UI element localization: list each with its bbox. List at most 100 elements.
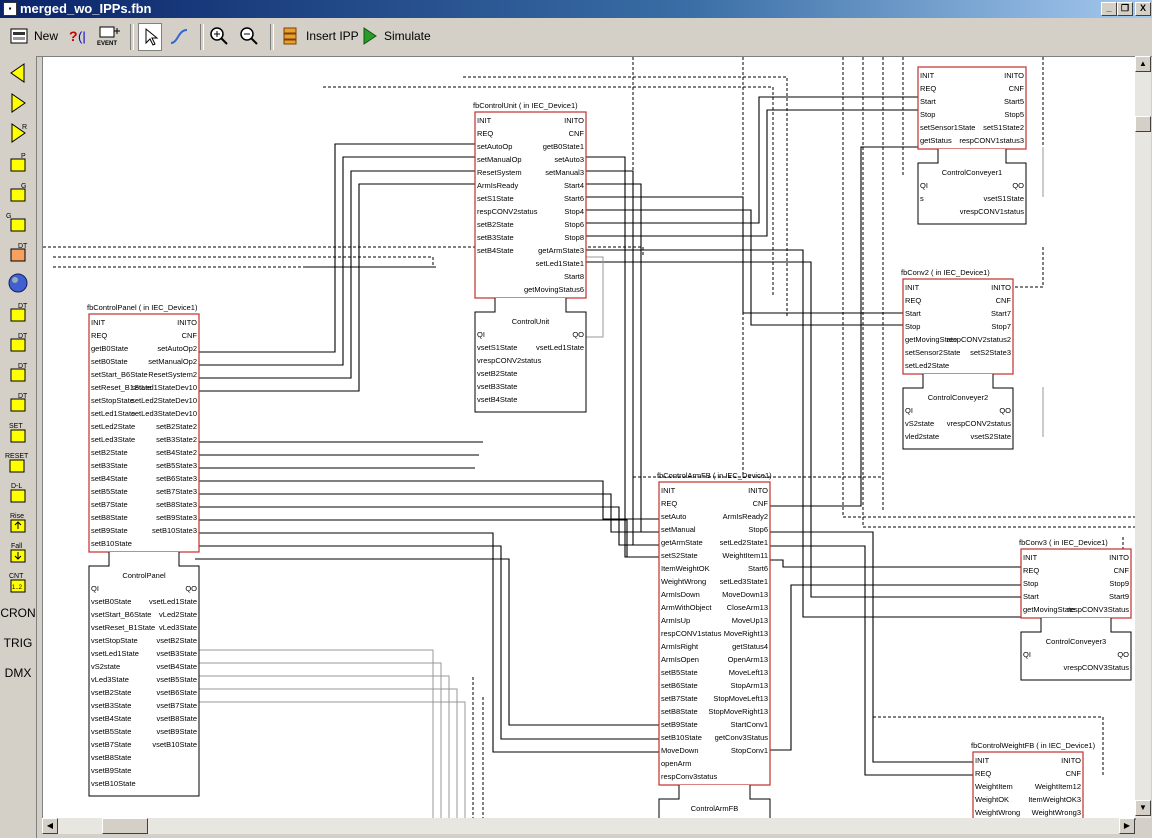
palette-delay-icon[interactable]: DT — [4, 240, 32, 266]
data-input-port: vsetStart_B6State — [91, 610, 151, 619]
event-input-port: setB9State — [91, 526, 128, 535]
data-output-port: QO — [1012, 181, 1024, 190]
data-interface-box[interactable] — [88, 552, 200, 797]
event-output-port: respCONV3Status — [1067, 605, 1129, 614]
connection-wire — [195, 170, 475, 379]
event-input-port: REQ — [975, 769, 991, 778]
palette-restart-icon[interactable]: R — [4, 120, 32, 146]
event-interface-box[interactable] — [474, 111, 587, 299]
event-input-port: INIT — [905, 283, 920, 292]
data-interface-box[interactable] — [902, 374, 1014, 450]
close-button[interactable]: X — [1135, 2, 1151, 16]
svg-text:(|: (| — [78, 29, 86, 44]
event-output-port: WeightItem11 — [722, 551, 768, 560]
insert-ipp-label: Insert IPP — [306, 29, 359, 43]
event-input-port: setB9State — [661, 720, 698, 729]
horizontal-scrollbar[interactable]: ◀ ▶ — [42, 818, 1135, 834]
event-input-port: getStatus — [920, 136, 952, 145]
palette-timer3-icon[interactable]: DT — [4, 360, 32, 386]
new-button[interactable]: New — [8, 23, 58, 49]
event-interface-box[interactable] — [902, 278, 1014, 375]
palette-dmx[interactable]: DMX — [4, 666, 32, 680]
palette-reset-icon[interactable]: RESET — [4, 450, 32, 476]
event-output-port: WeightItem12 — [1035, 782, 1081, 791]
data-input-port: vsetB3State — [91, 701, 131, 710]
data-output-port: vsetB2State — [157, 636, 197, 645]
palette-dl-icon[interactable]: D-L — [4, 480, 32, 506]
scroll-up-button[interactable]: ▲ — [1135, 56, 1151, 72]
palette-sphere-icon[interactable] — [4, 270, 32, 296]
insert-event-button[interactable]: EVENT — [96, 23, 124, 49]
event-input-port: setStart_B6State — [91, 370, 148, 379]
event-output-port: getB0State1 — [543, 142, 584, 151]
event-output-port: INITO — [177, 318, 197, 327]
select-tool-button[interactable] — [138, 23, 162, 51]
palette-input-event-icon[interactable] — [4, 60, 32, 86]
block-title: fbControlArmFB ( in IEC_Device1) — [657, 471, 772, 480]
data-interface-box[interactable] — [1020, 618, 1132, 681]
restore-button[interactable]: ❐ — [1117, 2, 1133, 16]
palette-gate-icon[interactable]: G — [4, 180, 32, 206]
event-output-port: CNF — [1066, 769, 1082, 778]
event-input-port: setStopState — [91, 396, 134, 405]
event-input-port: INIT — [477, 116, 492, 125]
event-output-port: MoveLeft13 — [729, 668, 768, 677]
palette-set-icon[interactable]: SET — [4, 420, 32, 446]
event-input-port: ArmWithObject — [661, 603, 712, 612]
data-interface-box[interactable] — [474, 298, 587, 413]
palette-timer1-icon[interactable]: DT — [4, 300, 32, 326]
palette-cron[interactable]: CRON — [0, 606, 36, 620]
svg-text:1..2: 1..2 — [12, 585, 23, 591]
data-input-port: vsetB2State — [91, 688, 131, 697]
event-input-port: Start — [920, 97, 937, 106]
event-output-port: setLed3State1 — [720, 577, 768, 586]
event-output-port: CNF — [569, 129, 585, 138]
event-input-port: setLed2State — [905, 361, 949, 370]
vertical-scroll-thumb[interactable] — [1135, 116, 1151, 132]
insert-ipp-button[interactable]: Insert IPP — [280, 23, 359, 49]
block-type-name: ControlConveyer2 — [928, 393, 988, 402]
data-input-port: vsetB2State — [477, 369, 517, 378]
event-output-port: setB10State3 — [152, 526, 197, 535]
block-palette: R P G G DT DT DT DT DT SET RESET D-L Ris… — [0, 56, 37, 838]
toolbar: New ?(| EVENT Insert IPP — [0, 18, 1152, 57]
palette-output-event-icon[interactable] — [4, 90, 32, 116]
scroll-left-button[interactable]: ◀ — [42, 818, 58, 834]
block-type-name: ControlConveyer1 — [942, 168, 1002, 177]
event-interface-box[interactable] — [917, 66, 1027, 150]
event-output-port: StopMoveRight13 — [708, 707, 768, 716]
connection-wire — [195, 156, 475, 366]
data-input-port: QI — [1023, 650, 1031, 659]
vertical-scrollbar[interactable]: ▲ ▼ — [1135, 56, 1151, 818]
palette-timer4-icon[interactable]: DT — [4, 390, 32, 416]
zoom-out-button[interactable] — [238, 23, 260, 49]
palette-permit-icon[interactable]: P — [4, 150, 32, 176]
event-interface-box[interactable] — [972, 751, 1084, 819]
minimize-button[interactable]: _ — [1101, 2, 1117, 16]
data-output-port: vsetB6State — [157, 688, 197, 697]
horizontal-scroll-thumb[interactable] — [102, 818, 148, 834]
event-interface-box[interactable] — [658, 481, 771, 786]
connect-tool-button[interactable] — [168, 23, 190, 49]
data-interface-box[interactable] — [917, 149, 1027, 225]
play-icon — [358, 25, 380, 47]
zoom-in-button[interactable] — [208, 23, 230, 49]
palette-fall-icon[interactable]: Fall — [4, 540, 32, 566]
data-output-port: vLed2State — [159, 610, 197, 619]
event-input-port: setB5State — [661, 668, 698, 677]
scroll-right-button[interactable]: ▶ — [1119, 818, 1135, 834]
pointer-icon — [139, 26, 161, 48]
event-button[interactable]: ?(| — [68, 23, 90, 49]
event-output-port: Stop6 — [564, 220, 584, 229]
palette-trig[interactable]: TRIG — [3, 636, 33, 650]
palette-timer2-icon[interactable]: DT — [4, 330, 32, 356]
palette-gate2-icon[interactable]: G — [4, 210, 32, 236]
event-interface-box[interactable] — [1020, 548, 1132, 619]
palette-rise-icon[interactable]: Rise — [4, 510, 32, 536]
simulate-button[interactable]: Simulate — [358, 23, 431, 49]
scroll-down-button[interactable]: ▼ — [1135, 800, 1151, 816]
data-interface-box[interactable] — [658, 785, 771, 819]
